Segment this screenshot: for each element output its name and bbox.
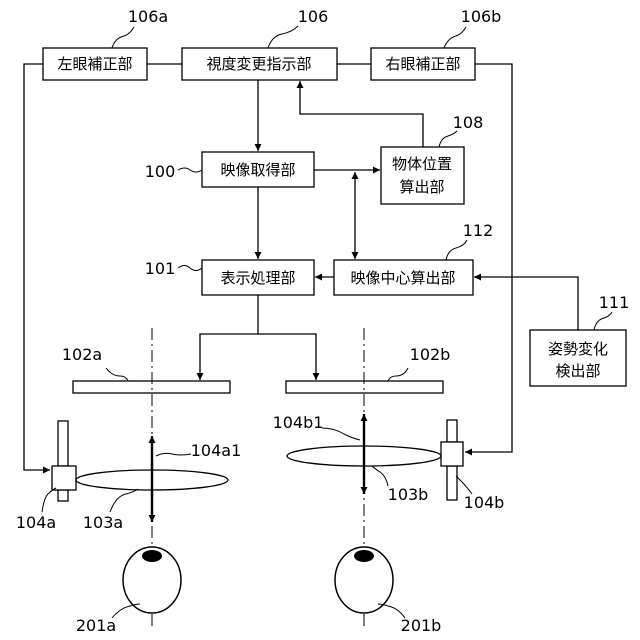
- leader-100: [178, 168, 202, 172]
- ref-101: 101: [145, 259, 176, 278]
- leader-103a: [110, 489, 138, 512]
- posture-change-block: 姿勢変化 検出部: [530, 330, 626, 386]
- ref-104b: 104b: [464, 493, 505, 512]
- ref-201b: 201b: [401, 616, 442, 635]
- leader-102a: [106, 368, 128, 381]
- leader-104b1: [322, 428, 360, 440]
- arrow-posture-to-center: [474, 277, 578, 330]
- leader-106: [268, 26, 298, 48]
- object-position-label-line2: 算出部: [399, 178, 444, 196]
- viewpoint-change-label: 視度変更指示部: [206, 55, 311, 73]
- ref-112: 112: [463, 221, 494, 240]
- actuator-104a-rail-bottom: [58, 490, 68, 501]
- ref-106a: 106a: [128, 7, 168, 26]
- actuator-104b-block: [441, 442, 463, 466]
- ref-104a: 104a: [16, 513, 56, 532]
- arrow-display-to-screen-b: [258, 334, 316, 380]
- leader-103b: [372, 466, 388, 486]
- ref-106: 106: [298, 7, 329, 26]
- leader-106a: [112, 27, 134, 48]
- leader-111: [594, 312, 612, 330]
- ref-106b: 106b: [461, 7, 502, 26]
- left-eye-correction-block: 左眼補正部: [43, 48, 147, 80]
- arrow-display-to-screen-a: [200, 295, 258, 380]
- right-eye-correction-block: 右眼補正部: [371, 48, 475, 80]
- eye-201b: [335, 547, 393, 613]
- line-left-correction-to-104a: [24, 64, 50, 470]
- video-center-calc-block: 映像中心算出部: [334, 260, 473, 295]
- right-eye-correction-label: 右眼補正部: [385, 55, 460, 73]
- actuator-104b-rail-top: [447, 420, 457, 442]
- actuator-104b-rail-bottom: [447, 466, 457, 500]
- eye-201a: [123, 547, 181, 613]
- object-position-label-line1: 物体位置: [392, 155, 452, 173]
- leader-104a: [42, 488, 56, 512]
- leader-108: [439, 131, 457, 147]
- ref-103b: 103b: [388, 485, 429, 504]
- display-processing-block: 表示処理部: [202, 260, 314, 295]
- ref-103a: 103a: [83, 513, 123, 532]
- ref-108: 108: [453, 113, 484, 132]
- leader-104b: [456, 476, 472, 494]
- ref-104b1: 104b1: [273, 413, 324, 432]
- video-center-calc-label: 映像中心算出部: [350, 269, 455, 287]
- display-processing-label: 表示処理部: [220, 269, 295, 287]
- posture-change-label-line1: 姿勢変化: [548, 340, 608, 358]
- actuator-104a-block: [52, 466, 76, 490]
- arrow-object-to-viewpoint: [300, 81, 423, 147]
- video-acquisition-block: 映像取得部: [202, 152, 314, 187]
- object-position-block: 物体位置 算出部: [381, 147, 464, 204]
- ref-104a1: 104a1: [191, 441, 242, 460]
- leader-102b: [388, 368, 408, 381]
- ref-102b: 102b: [410, 345, 451, 364]
- actuator-104a-rail-top: [58, 421, 68, 466]
- posture-change-label-line2: 検出部: [555, 362, 600, 380]
- left-eye-correction-label: 左眼補正部: [57, 55, 132, 73]
- ref-111: 111: [599, 293, 630, 312]
- leader-112: [446, 240, 467, 260]
- video-acquisition-label: 映像取得部: [220, 161, 295, 179]
- ref-201a: 201a: [76, 616, 116, 635]
- ref-102a: 102a: [62, 345, 102, 364]
- leader-106b: [444, 27, 466, 48]
- leader-104a1: [156, 453, 191, 456]
- viewpoint-change-block: 視度変更指示部: [182, 48, 337, 80]
- ref-100: 100: [145, 162, 176, 181]
- leader-101: [178, 266, 202, 271]
